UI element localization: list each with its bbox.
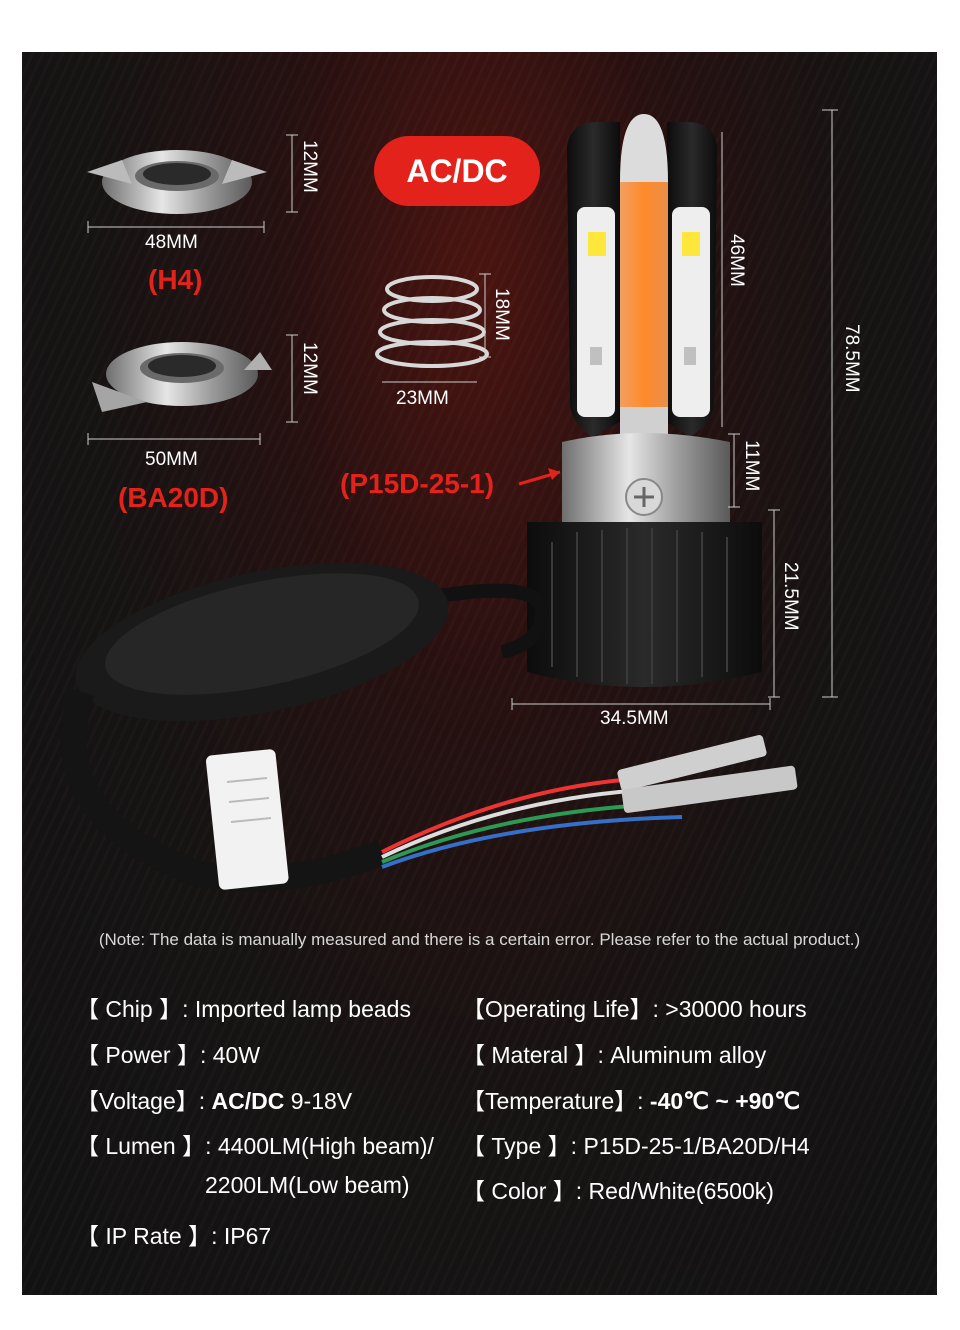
- ba20d-height-label: 12MM: [299, 342, 320, 395]
- bulb-total-height-label: 78.5MM: [841, 324, 862, 393]
- spec-lumen-value: 4400LM(High beam)/: [217, 1133, 434, 1159]
- spec-life-value: >30000 hours: [665, 996, 807, 1022]
- ba20d-width-label: 50MM: [145, 449, 198, 470]
- spec-power: 【 Power 】: 40W: [76, 1036, 260, 1070]
- bulb-width-label: 34.5MM: [600, 708, 669, 729]
- spec-power-key: 【 Power 】:: [76, 1042, 213, 1068]
- spec-lumen-key: 【 Lumen 】:: [76, 1133, 218, 1159]
- spec-ip-value: IP67: [223, 1223, 272, 1249]
- spec-material-value: Aluminum alloy: [610, 1042, 767, 1068]
- spec-temp-value: -40℃ ~ +90℃: [649, 1088, 801, 1114]
- spec-voltage-value: 9-18V: [284, 1088, 353, 1114]
- ac-dc-badge: AC/DC: [374, 136, 540, 206]
- spec-chip-key: 【 Chip 】:: [76, 996, 195, 1022]
- spec-color-value: Red/White(6500k): [588, 1178, 774, 1204]
- h4-height-label: 12MM: [299, 140, 320, 193]
- spec-material: 【 Materal 】: Aluminum alloy: [462, 1036, 766, 1070]
- bulb-base-height-label: 11MM: [741, 440, 762, 492]
- spec-voltage-bold: AC/DC: [211, 1088, 285, 1114]
- spring: [375, 275, 489, 368]
- spring-height-label: 18MM: [491, 288, 512, 341]
- driver-box: [60, 562, 798, 892]
- ba20d-label: (BA20D): [118, 482, 229, 513]
- bulb-body-height-label: 21.5MM: [780, 562, 801, 631]
- spec-chip: 【 Chip 】: Imported lamp beads: [76, 990, 411, 1024]
- h4-width-label: 48MM: [145, 232, 198, 253]
- ba20d-adapter-ring: [92, 342, 272, 412]
- spec-type: 【 Type 】: P15D-25-1/BA20D/H4: [462, 1127, 810, 1161]
- spec-power-value: 40W: [212, 1042, 261, 1068]
- product-panel: AC/DC 48MM (H4) 12MM 50MM (BA20D) 12MM 2…: [22, 52, 937, 1295]
- h4-label: (H4): [148, 264, 203, 295]
- measurement-note: (Note: The data is manually measured and…: [98, 930, 861, 949]
- spec-material-key: 【 Materal 】:: [462, 1042, 611, 1068]
- spec-lumen-line2: 2200LM(Low beam): [205, 1172, 410, 1198]
- spec-type-value: P15D-25-1/BA20D/H4: [583, 1133, 810, 1159]
- spec-life-key: 【Operating Life】:: [462, 996, 666, 1022]
- spec-temperature: 【Temperature】: -40℃ ~ +90℃: [462, 1082, 800, 1116]
- spec-color: 【 Color 】: Red/White(6500k): [462, 1172, 774, 1206]
- bulb-lens-height-label: 46MM: [726, 234, 747, 287]
- led-bulb: [527, 114, 762, 687]
- spec-operating-life: 【Operating Life】: >30000 hours: [462, 990, 807, 1024]
- spec-type-key: 【 Type 】:: [462, 1133, 584, 1159]
- h4-adapter-ring: [87, 150, 267, 214]
- spec-ip-rate: 【 IP Rate 】: IP67: [76, 1217, 271, 1251]
- spec-ip-key: 【 IP Rate 】:: [76, 1223, 224, 1249]
- spec-voltage-key: 【Voltage】:: [76, 1088, 212, 1114]
- p15d-label: (P15D-25-1): [340, 468, 495, 499]
- spec-temp-key: 【Temperature】:: [462, 1088, 650, 1114]
- spec-chip-value: Imported lamp beads: [194, 996, 411, 1022]
- spec-color-key: 【 Color 】:: [462, 1178, 589, 1204]
- spec-lumen: 【 Lumen 】: 4400LM(High beam)/: [76, 1127, 434, 1161]
- spring-width-label: 23MM: [396, 388, 449, 409]
- product-illustration: [60, 109, 838, 892]
- spec-voltage: 【Voltage】: AC/DC 9-18V: [76, 1082, 352, 1116]
